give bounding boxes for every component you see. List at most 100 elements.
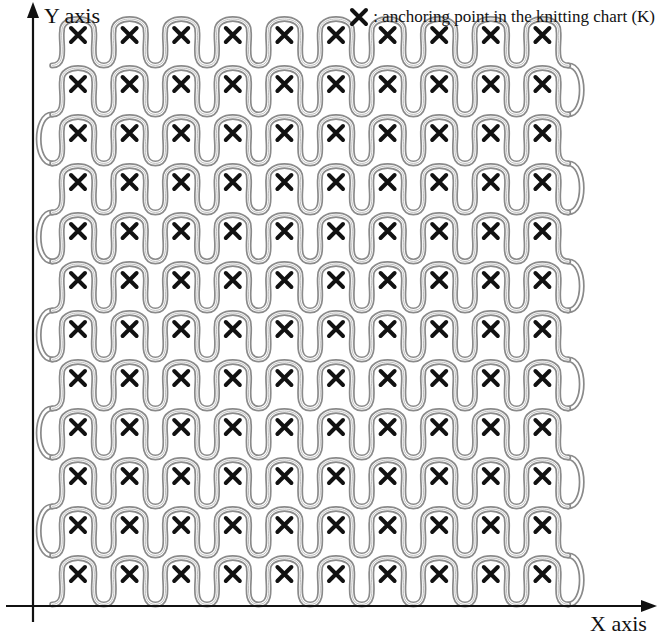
anchor-x-mark	[329, 273, 343, 287]
anchor-x-mark	[226, 518, 240, 532]
anchor-x-mark	[174, 518, 188, 532]
anchor-x-mark	[535, 224, 549, 238]
anchor-x-mark	[432, 28, 446, 42]
anchor-x-mark	[432, 224, 446, 238]
anchor-x-mark	[329, 126, 343, 140]
anchor-x-mark	[432, 77, 446, 91]
anchor-x-mark	[123, 224, 137, 238]
yarn-course	[52, 313, 568, 359]
anchor-x-mark	[71, 175, 85, 189]
anchor-x-mark	[432, 175, 446, 189]
anchor-x-mark	[381, 371, 395, 385]
yarn-course-core	[52, 264, 568, 310]
legend-text: : anchoring point in the knitting chart …	[373, 8, 655, 27]
anchor-x-mark	[432, 273, 446, 287]
anchor-x-mark	[277, 175, 291, 189]
anchor-x-mark	[71, 322, 85, 336]
anchor-x-mark	[432, 420, 446, 434]
anchor-x-mark	[123, 469, 137, 483]
yarn-course-dash	[52, 19, 568, 65]
yarn-course-core	[52, 313, 568, 359]
knit-loops	[39, 19, 582, 604]
anchor-x-mark	[71, 77, 85, 91]
yarn-course	[52, 460, 568, 506]
anchor-x-mark	[71, 371, 85, 385]
anchor-x-mark	[174, 77, 188, 91]
yarn-turn-core	[568, 457, 582, 506]
anchor-x-mark	[123, 28, 137, 42]
anchor-x-mark	[535, 420, 549, 434]
yarn-course-dash	[52, 215, 568, 261]
anchor-x-mark	[381, 469, 395, 483]
anchor-x-mark	[484, 371, 498, 385]
axis-label: X axis	[590, 612, 647, 636]
anchor-x-mark	[432, 518, 446, 532]
yarn-course-dash	[52, 117, 568, 163]
yarn-course-core	[52, 68, 568, 114]
yarn-turn	[568, 65, 582, 114]
yarn-course	[52, 19, 568, 65]
anchor-x-mark	[484, 273, 498, 287]
legend-x-symbol	[348, 6, 370, 28]
anchor-x-mark	[329, 518, 343, 532]
anchor-x-mark	[381, 518, 395, 532]
legend: : anchoring point in the knitting chart …	[348, 6, 655, 28]
anchor-x-mark	[484, 175, 498, 189]
yarn-course-core	[52, 117, 568, 163]
anchor-x-mark	[484, 567, 498, 581]
anchor-x-mark	[484, 77, 498, 91]
anchor-marks	[71, 28, 549, 581]
anchor-x-mark	[174, 322, 188, 336]
anchor-x-mark	[535, 28, 549, 42]
yarn-course-dash	[52, 166, 568, 212]
yarn-turn-core	[39, 506, 53, 555]
anchor-x-mark	[329, 371, 343, 385]
anchor-x-mark	[226, 28, 240, 42]
anchor-x-mark	[381, 175, 395, 189]
anchor-x-mark	[484, 224, 498, 238]
anchor-x-mark	[71, 420, 85, 434]
yarn-turn-core	[39, 408, 53, 457]
anchor-x-mark	[226, 420, 240, 434]
anchor-x-mark	[381, 420, 395, 434]
anchor-x-mark	[432, 469, 446, 483]
anchor-x-mark	[226, 567, 240, 581]
anchor-x-mark	[123, 273, 137, 287]
anchor-x-mark	[432, 126, 446, 140]
anchor-x-mark	[174, 469, 188, 483]
yarn-turn-core	[39, 114, 53, 163]
yarn-course	[52, 215, 568, 261]
yarn-course	[52, 558, 568, 604]
yarn-course	[52, 166, 568, 212]
anchor-x-mark	[381, 126, 395, 140]
yarn-turn-core	[568, 359, 582, 408]
yarn-course-core	[52, 215, 568, 261]
anchor-x-mark	[123, 371, 137, 385]
anchor-x-mark	[329, 224, 343, 238]
anchor-x-mark	[277, 273, 291, 287]
yarn-course-dash	[52, 558, 568, 604]
yarn-course	[52, 117, 568, 163]
anchor-x-mark	[277, 322, 291, 336]
anchor-x-mark	[535, 175, 549, 189]
yarn-course	[52, 264, 568, 310]
anchor-x-mark	[277, 77, 291, 91]
anchor-x-mark	[329, 567, 343, 581]
yarn-turn-core	[39, 310, 53, 359]
anchor-x-mark	[535, 371, 549, 385]
y-axis-arrowhead	[27, 2, 39, 18]
anchor-x-mark	[432, 371, 446, 385]
anchor-x-mark	[535, 273, 549, 287]
anchor-x-mark	[71, 518, 85, 532]
anchor-x-mark	[226, 371, 240, 385]
anchor-x-mark	[277, 126, 291, 140]
yarn-turn-core	[39, 212, 53, 261]
anchor-x-mark	[277, 420, 291, 434]
anchor-x-mark	[484, 420, 498, 434]
yarn-course-core	[52, 558, 568, 604]
anchor-x-mark	[277, 567, 291, 581]
anchor-x-mark	[123, 175, 137, 189]
anchor-x-mark	[123, 567, 137, 581]
yarn-turn	[39, 114, 53, 163]
